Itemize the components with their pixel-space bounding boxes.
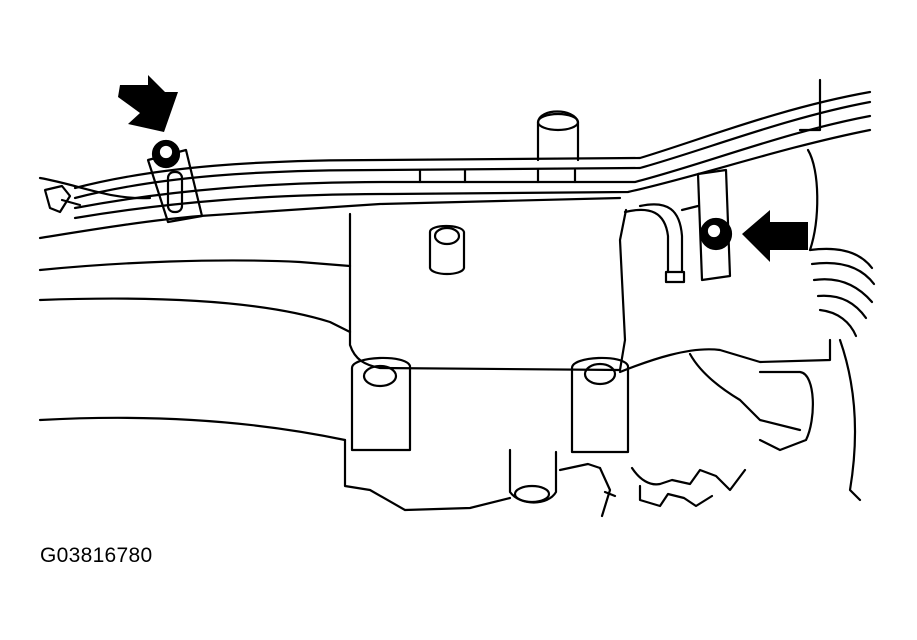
vent-pipe <box>536 110 580 162</box>
bent-pipe <box>623 203 686 284</box>
pipe-clip-left <box>43 184 82 214</box>
down-right-arrow-icon <box>118 75 178 132</box>
figure-code: G03816780 <box>40 544 153 567</box>
pipe-clamp-bolt <box>680 168 733 282</box>
exhaust-pipe <box>798 78 876 502</box>
housing <box>343 208 832 518</box>
left-arrow-icon <box>742 210 808 262</box>
pipe-bracket-bolt <box>146 139 204 224</box>
